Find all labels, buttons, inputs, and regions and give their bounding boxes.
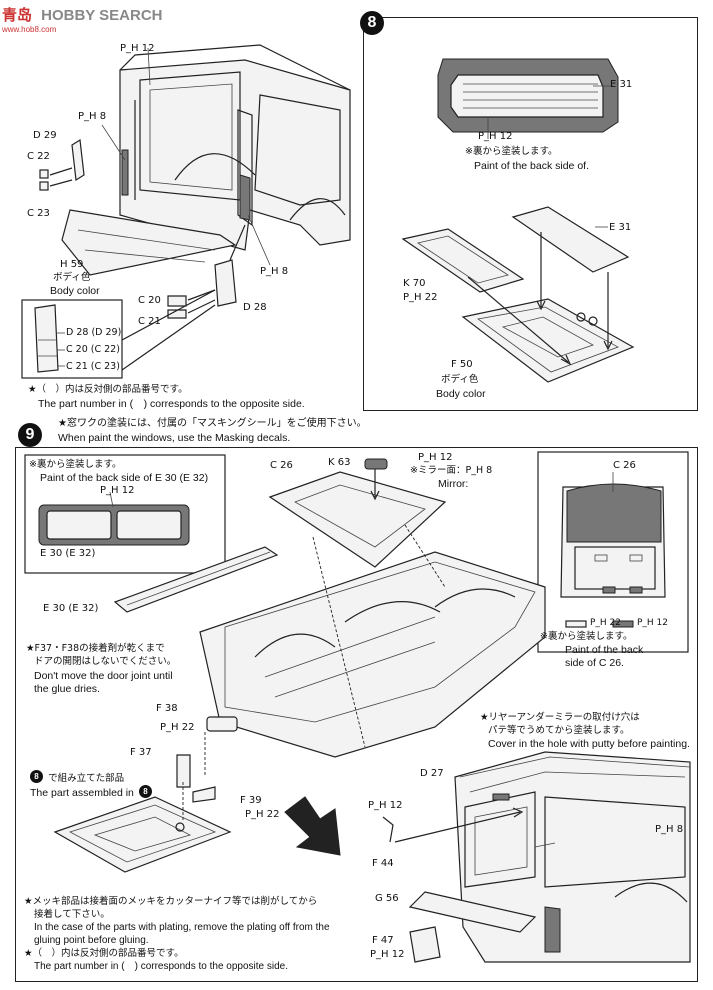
step9-label-f39: F 39 xyxy=(240,795,262,806)
glue-note-en2: the glue dries. xyxy=(34,683,100,695)
inset-label-c21: C 21 (C 23) xyxy=(66,361,120,372)
label-c23: C 23 xyxy=(27,208,50,219)
label-ph12-top: P_H 12 xyxy=(120,43,155,54)
step8-drawing xyxy=(401,58,635,383)
step9-label-ph12: P_H 12 xyxy=(418,452,453,463)
label-h59-en: Body color xyxy=(50,285,100,297)
plating-note-en1: In the case of the parts with plating, r… xyxy=(34,922,330,933)
plating-note-en2: gluing point before gluing. xyxy=(34,935,149,946)
step9-header-en: When paint the windows, use the Masking … xyxy=(58,432,291,444)
label-c21: C 21 xyxy=(138,316,161,327)
step9-inset-left-ph12: P_H 12 xyxy=(100,485,135,496)
step9-label-ph8: P_H 8 xyxy=(655,824,684,835)
glue-note-jp1: ★F37・F38の接着剤が乾くまで xyxy=(26,643,165,654)
step8-ref-badge-2: 8 xyxy=(138,785,152,798)
step8-label-f50-en: Body color xyxy=(436,388,486,400)
step9-inset-right-ph12: P_H 12 xyxy=(637,618,669,628)
step9-label-f38: F 38 xyxy=(156,703,178,714)
step9-inset-right-jp: ※裏から塗装します。 xyxy=(540,631,633,642)
mirror-note-jp2: パテ等でうめてから塗装します。 xyxy=(488,725,630,736)
mirror-note-en: Cover in the hole with putty before pain… xyxy=(488,738,690,750)
step9-inset-right-ph22: P_H 22 xyxy=(590,618,622,628)
step9-inset-left-part: E 30 (E 32) xyxy=(40,548,96,559)
watermark-url: www.hob8.com xyxy=(2,25,57,34)
step8-back-jp: ※裏から塗装します。 xyxy=(465,146,558,157)
step8-reference-jp: 8 で組み立てた部品 xyxy=(30,766,124,785)
glue-note-jp2: ドアの開閉はしないでください。 xyxy=(34,656,177,667)
step9-label-d27: D 27 xyxy=(420,768,444,779)
step9-inset-right-en2: side of C 26. xyxy=(565,657,624,669)
label-ph8-right: P_H 8 xyxy=(260,266,289,277)
inset-label-d: D 28 (D 29) xyxy=(66,327,122,338)
plating-note-jp2: 接着して下さい。 xyxy=(34,909,110,920)
label-h59-jp: ボディ色 xyxy=(53,272,91,283)
step9-label-f44: F 44 xyxy=(372,858,394,869)
watermark-logo: 青岛 HOBBY SEARCH www.hob8.com xyxy=(2,4,163,34)
step9-label-ph12-c: P_H 12 xyxy=(370,949,405,960)
step9-label-g56: G 56 xyxy=(375,893,399,904)
label-d29: D 29 xyxy=(33,130,57,141)
watermark-site: HOBBY SEARCH xyxy=(41,7,163,24)
mirror-note-jp: ★リヤーアンダーミラーの取付け穴は xyxy=(480,712,640,723)
step9-inset-right-en1: Paint of the back xyxy=(565,644,644,656)
step8-label-e31-top: E 31 xyxy=(610,79,633,90)
step7-note-jp: ★（ ）内は反対側の部品番号です。 xyxy=(28,384,188,395)
step9-label-ph22-a: P_H 22 xyxy=(160,722,195,733)
label-c20: C 20 xyxy=(138,295,161,306)
step8-ref-text-jp: で組み立てた部品 xyxy=(48,773,125,784)
step9-label-ph22-b: P_H 22 xyxy=(245,809,280,820)
step9-inset-left-jp: ※裏から塗装します。 xyxy=(29,459,122,470)
step9-drawing xyxy=(24,451,691,963)
plating-note-jp1: ★メッキ部品は接着面のメッキをカッターナイフ等では削がしてから xyxy=(24,896,318,907)
step9-badge: 9 xyxy=(18,423,42,447)
step8-label-e31-mid: E 31 xyxy=(609,222,632,233)
step8-back-en: Paint of the back side of. xyxy=(474,160,589,172)
glue-note-en1: Don't move the door joint until xyxy=(34,670,173,682)
step9-label-f37: F 37 xyxy=(130,747,152,758)
plating-note-jp3: ★（ ）内は反対側の部品番号です。 xyxy=(24,948,184,959)
step8-label-ph12: P_H 12 xyxy=(478,131,513,142)
watermark-cn: 青岛 xyxy=(2,6,33,24)
step9-inset-right-c26: C 26 xyxy=(613,460,636,471)
plating-note-en3: The part number in ( ) corresponds to th… xyxy=(34,961,289,972)
step9-header-jp: ★窓ワクの塗装には、付属の「マスキングシール」をご使用下さい。 xyxy=(58,418,367,429)
step8-ref-text-en: The part assembled in xyxy=(30,787,134,799)
step8-ref-badge: 8 xyxy=(30,770,43,783)
step8-label-f50: F 50 xyxy=(451,359,473,370)
step8-reference-en: The part assembled in 8 xyxy=(30,781,152,800)
step9-mirror-jp: ※ミラー面：P_H 8 xyxy=(410,465,493,476)
step9-label-k63: K 63 xyxy=(328,457,351,468)
label-c22: C 22 xyxy=(27,151,50,162)
step9-label-e30: E 30 (E 32) xyxy=(43,603,99,614)
step9-label-f47: F 47 xyxy=(372,935,394,946)
step8-label-ph22: P_H 22 xyxy=(403,292,438,303)
label-ph8-left: P_H 8 xyxy=(78,111,107,122)
step8-badge: 8 xyxy=(360,11,384,35)
step9-label-ph12-b: P_H 12 xyxy=(368,800,403,811)
inset-label-c20: C 20 (C 22) xyxy=(66,344,120,355)
step8-label-f50-jp: ボディ色 xyxy=(441,374,479,385)
label-h59: H 59 xyxy=(60,259,84,270)
step7-note-en: The part number in ( ) corresponds to th… xyxy=(38,398,305,410)
step8-label-k70: K 70 xyxy=(403,278,426,289)
step9-mirror-en: Mirror: xyxy=(438,478,469,490)
step7-drawing xyxy=(21,44,351,379)
step9-inset-left-en: Paint of the back side of E 30 (E 32) xyxy=(40,472,209,484)
step9-label-c26: C 26 xyxy=(270,460,293,471)
label-d28: D 28 xyxy=(243,302,267,313)
step8-panel xyxy=(363,17,698,411)
step9-panel xyxy=(15,447,698,982)
